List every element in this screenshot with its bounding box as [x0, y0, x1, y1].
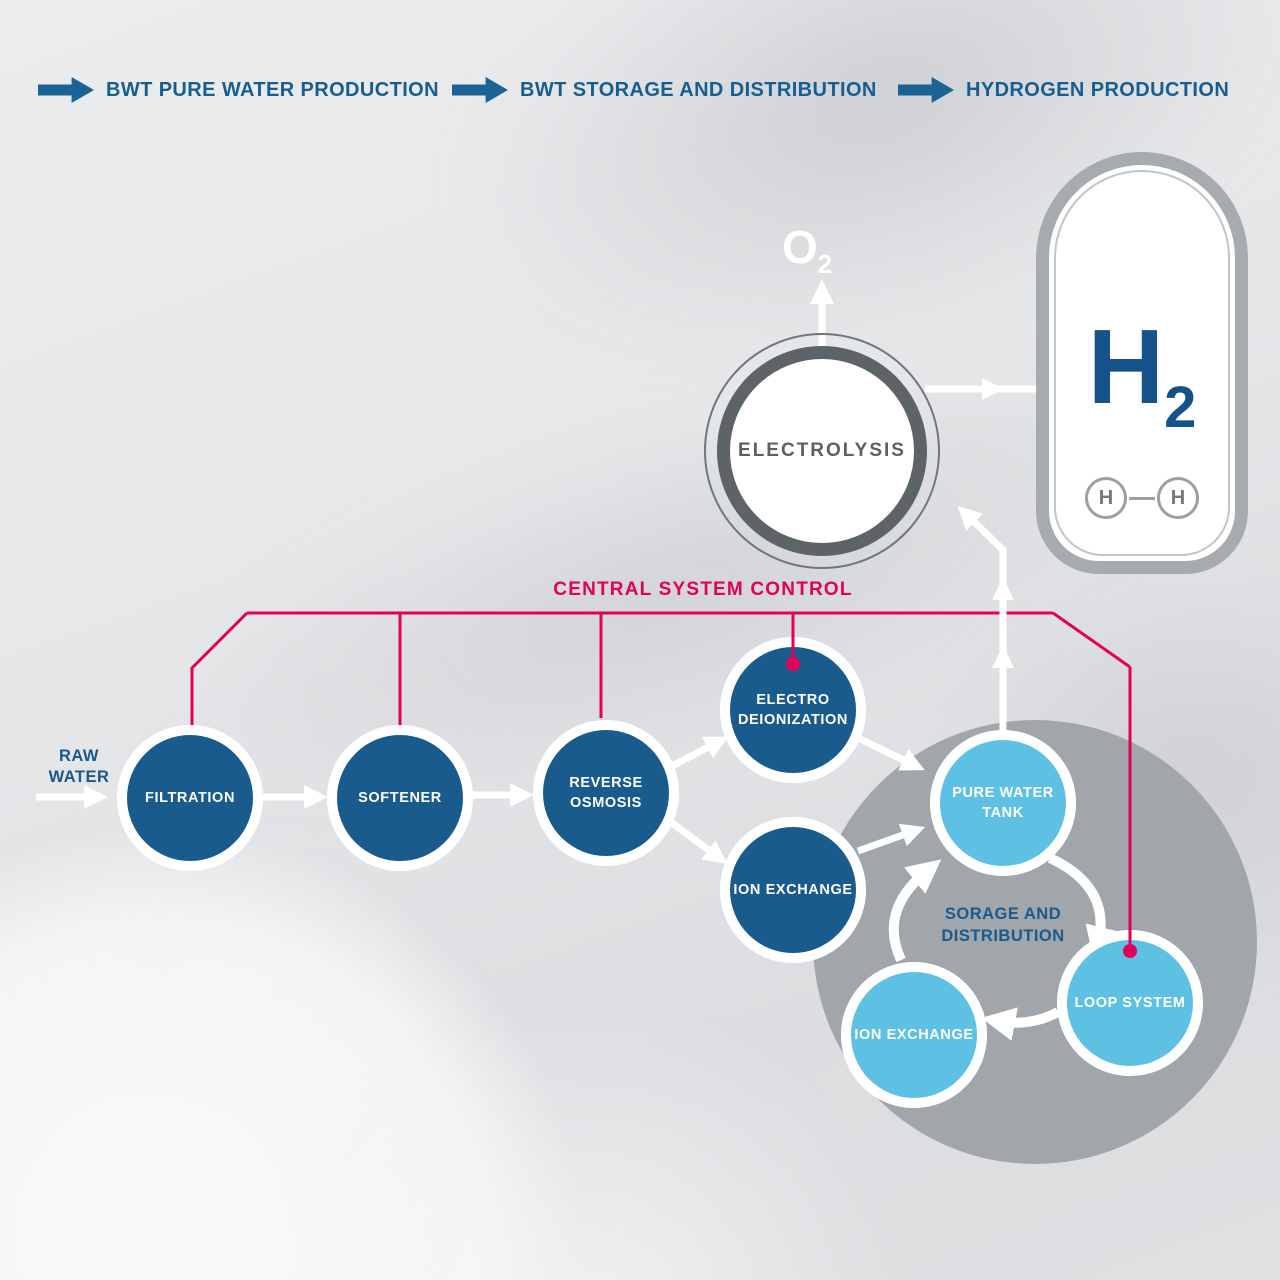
legend-label: BWT STORAGE AND DISTRIBUTION — [520, 78, 877, 101]
h2-sub: 2 — [1164, 375, 1197, 440]
hydrogen-atom-icon: H — [1157, 477, 1199, 520]
background-light-arc — [0, 830, 580, 1280]
legend-item-pure-water-production: BWT PURE WATER PRODUCTION — [38, 77, 439, 103]
node-electrolysis: ELECTROLYSIS — [704, 333, 940, 569]
legend-item-hydrogen-production: HYDROGEN PRODUCTION — [898, 77, 1229, 103]
o2-base: O — [782, 221, 818, 273]
node-label: LOOP SYSTEM — [1074, 994, 1186, 1011]
oxygen-output-label: O2 — [782, 220, 832, 280]
h2-base: H — [1087, 308, 1165, 426]
arrow-right-icon — [38, 77, 94, 103]
node-label: ION EXCHANGE — [854, 1026, 974, 1043]
arrow-right-icon — [452, 77, 508, 103]
hydrogen-tank: H2 H H — [1036, 152, 1248, 574]
node-label: SOFTENER — [358, 789, 442, 806]
storage-distribution-label: SORAGE AND DISTRIBUTION — [941, 905, 1065, 946]
raw-water-label: RAW WATER — [48, 747, 110, 787]
legend-label: HYDROGEN PRODUCTION — [966, 78, 1230, 101]
node-ion-exchange-loop: ION EXCHANGE — [841, 962, 987, 1108]
node-softener: SOFTENER — [327, 725, 473, 871]
node-pure-water-tank: PURE WATER TANK — [930, 730, 1076, 876]
central-system-control-label: CENTRAL SYSTEM CONTROL — [553, 579, 853, 600]
node-filtration: FILTRATION — [117, 725, 263, 871]
hydrogen-atom-icon: H — [1085, 477, 1127, 520]
node-label: ELECTROLYSIS — [738, 440, 906, 461]
electrolysis-ring: ELECTROLYSIS — [717, 346, 927, 556]
h2-formula: H2 — [1049, 314, 1235, 437]
legend-item-storage-distribution: BWT STORAGE AND DISTRIBUTION — [452, 77, 877, 103]
o2-sub: 2 — [817, 249, 833, 279]
node-electro-deionization: ELECTRO DEIONIZATION — [720, 637, 866, 783]
arrow-right-icon — [898, 77, 954, 103]
node-label: PURE WATER TANK — [952, 784, 1054, 821]
node-label: ELECTRO DEIONIZATION — [737, 691, 849, 728]
legend-label: BWT PURE WATER PRODUCTION — [106, 78, 439, 101]
node-label: REVERSE OSMOSIS — [569, 774, 643, 811]
molecule-bond — [1129, 496, 1155, 500]
node-label: ION EXCHANGE — [733, 881, 853, 898]
node-reverse-osmosis: REVERSE OSMOSIS — [533, 720, 679, 866]
node-loop-system: LOOP SYSTEM — [1057, 930, 1203, 1076]
node-label: FILTRATION — [144, 789, 236, 806]
node-ion-exchange: ION EXCHANGE — [720, 817, 866, 963]
h2-molecule-icon: H H — [1049, 477, 1235, 520]
